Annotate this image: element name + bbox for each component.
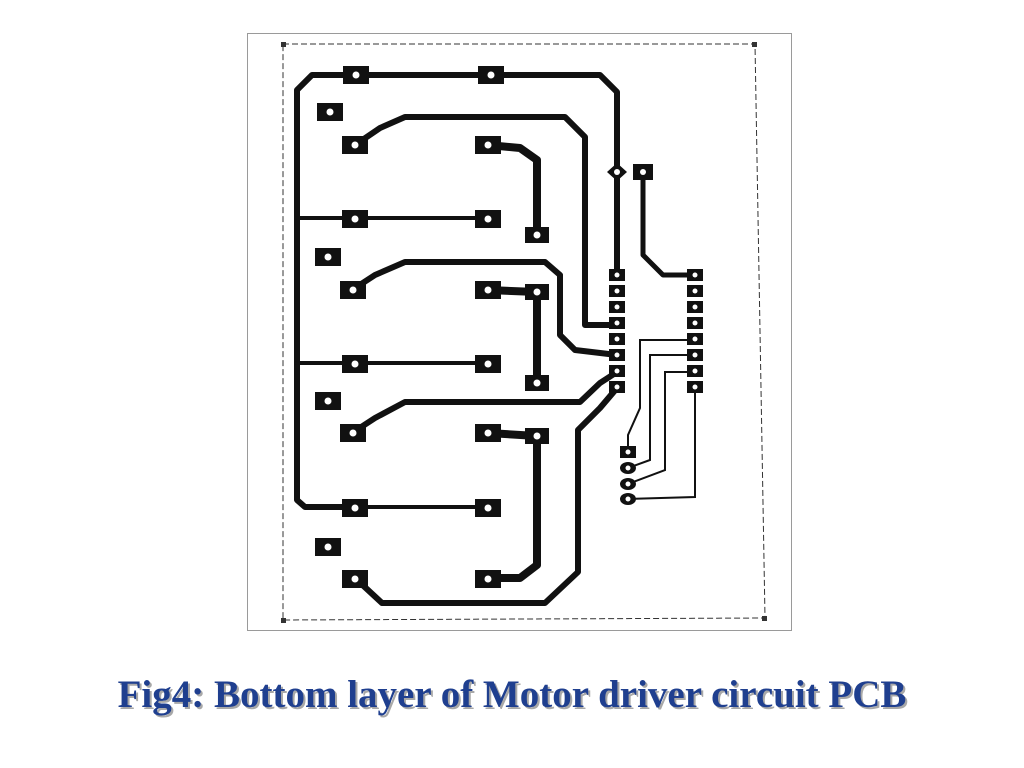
channel1-diode-trace	[484, 141, 541, 239]
signal-traces	[627, 339, 696, 500]
board-outline	[282, 43, 766, 621]
pcb-figure-frame	[247, 33, 792, 631]
pad-drill-holes	[324, 71, 646, 583]
via-pad	[607, 163, 627, 181]
figure-caption: Fig4: Bottom layer of Motor driver circu…	[117, 673, 907, 716]
header-connector-pads	[620, 446, 636, 505]
channel1-trace	[352, 114, 620, 328]
ic-footprint-holes	[614, 272, 698, 390]
ground-rail-trace	[294, 72, 358, 510]
ic-input-trace	[640, 169, 698, 278]
bottom-return-trace	[352, 385, 620, 606]
channel3-diode-trace	[484, 429, 541, 582]
ic-footprint-pads	[609, 269, 703, 393]
board-corner-marks	[281, 42, 767, 623]
channel3-trace	[349, 369, 620, 436]
pcb-bottom-layer-diagram	[281, 42, 767, 623]
channel2-trace	[349, 259, 620, 358]
copper-traces	[294, 72, 698, 606]
top-rail-trace	[352, 72, 620, 175]
